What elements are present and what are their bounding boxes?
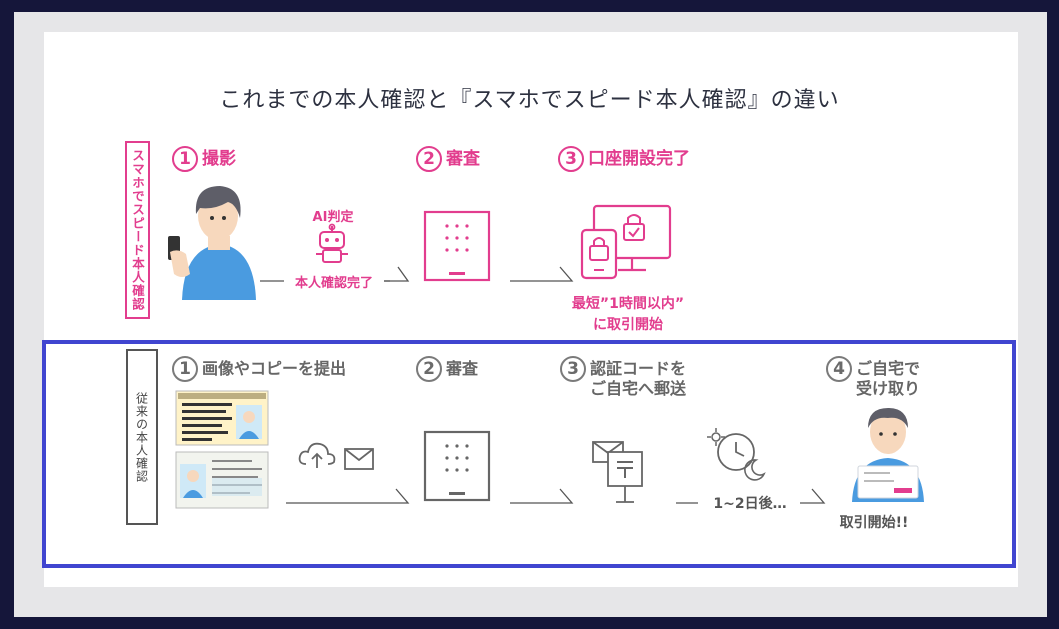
step-label: 画像やコピーを提出 (202, 359, 347, 378)
speed-row-label: スマホでスピード本人確認 (125, 141, 150, 319)
result-trade-start: に取引開始 (593, 317, 663, 333)
result-fastest: 最短”1時間以内” (571, 296, 685, 312)
drivers-license-icon (175, 390, 269, 446)
step-label: 審査 (446, 149, 480, 169)
conventional-step-4: 4 ご自宅で 受け取り (826, 356, 920, 399)
step-number: 3 (560, 356, 586, 382)
arrow-line (260, 266, 410, 282)
step-number: 2 (416, 356, 442, 382)
clock-icon (707, 428, 766, 481)
speed-step-2: 2 審査 (416, 146, 480, 172)
identity-confirmed-label: 本人確認完了 (294, 276, 373, 291)
mailbox-icon (592, 441, 643, 503)
page-title: これまでの本人確認と『スマホでスピード本人確認』の違い (219, 88, 840, 113)
building-icon (423, 430, 491, 502)
highlight-box (42, 340, 1016, 568)
ai-judge-label: AI判定 (312, 210, 354, 225)
step-label: 認証コードを ご自宅へ郵送 (590, 359, 687, 398)
cloud-upload-icon (298, 442, 336, 468)
step-label: 口座開設完了 (588, 149, 690, 169)
building-icon (423, 210, 491, 282)
step-label: ご自宅で 受け取り (856, 359, 921, 398)
conventional-row-label: 従来の本人確認 (126, 349, 158, 525)
step-number: 2 (416, 146, 442, 172)
trade-start-label: 取引開始!! (839, 515, 909, 531)
person-receiving-icon (852, 408, 924, 502)
speed-step-1: 1 撮影 (172, 146, 236, 172)
robot-icon (316, 223, 348, 263)
arrow-line (510, 488, 574, 504)
step-label: 撮影 (202, 149, 236, 169)
step-number: 1 (172, 356, 198, 382)
conventional-step-2: 2 審査 (416, 356, 478, 382)
mail-icon (344, 448, 374, 470)
step-number: 3 (558, 146, 584, 172)
conventional-step-1: 1 画像やコピーを提出 (172, 356, 346, 382)
arrow-line (510, 266, 574, 282)
wait-label: 1~2日後… (713, 496, 787, 512)
arrow-line (286, 488, 410, 504)
step-label: 審査 (446, 359, 479, 378)
step-number: 1 (172, 146, 198, 172)
conventional-step-3: 3 認証コードを ご自宅へ郵送 (560, 356, 686, 399)
speed-step-3: 3 口座開設完了 (558, 146, 690, 172)
step-number: 4 (826, 356, 852, 382)
person-with-phone-icon (168, 186, 256, 300)
my-number-card-icon (175, 451, 269, 509)
devices-lock-icon (580, 204, 672, 280)
arrow-line (676, 488, 826, 504)
